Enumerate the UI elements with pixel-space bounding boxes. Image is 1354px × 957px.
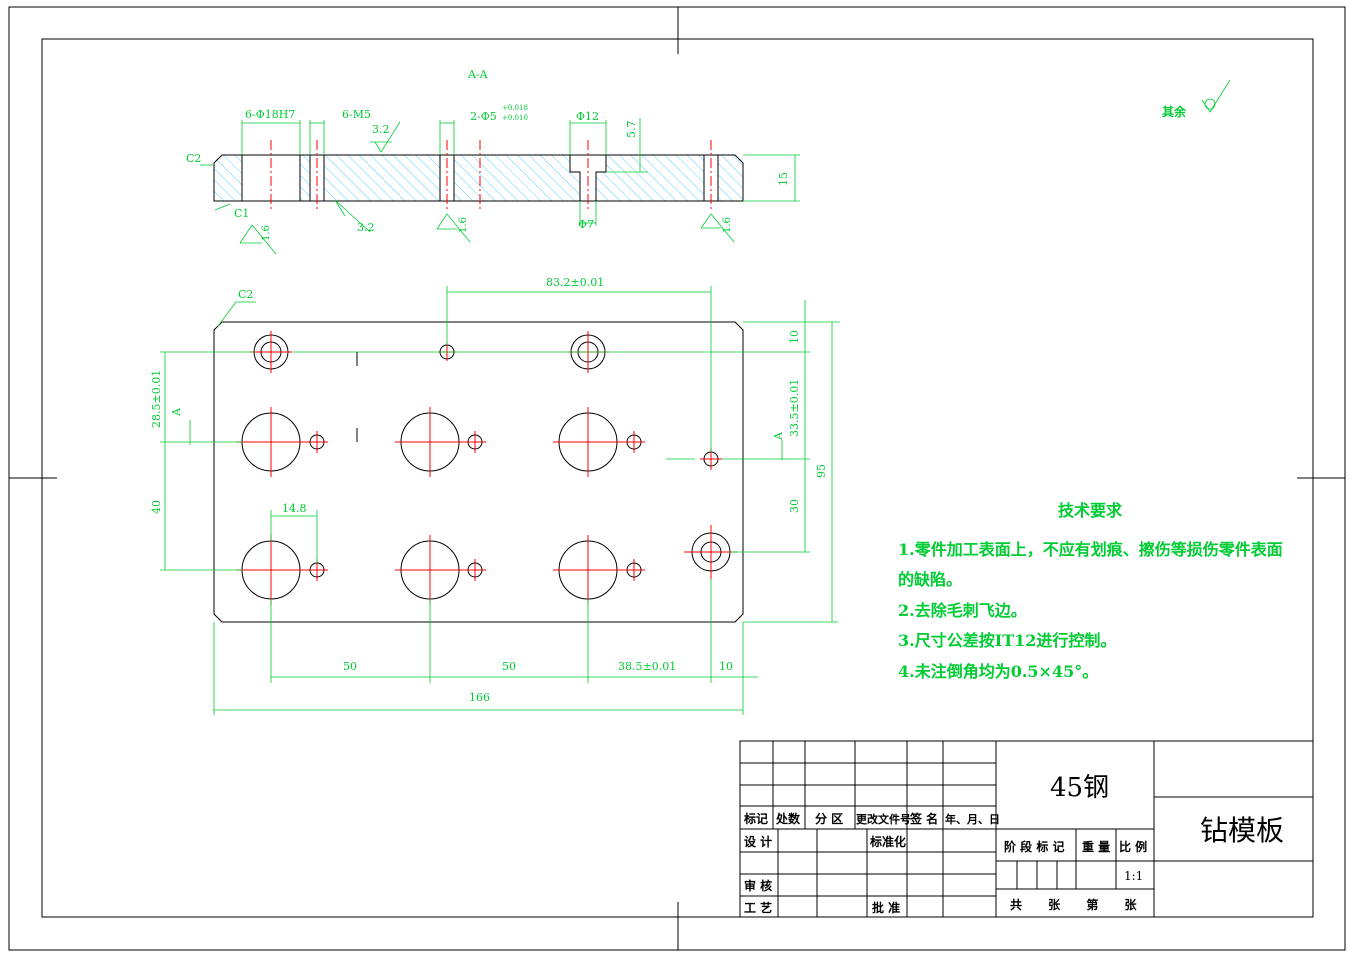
rough-16c: 1.6 [722, 217, 733, 233]
dim-left-upper: 28.5±0.01 [150, 370, 163, 428]
rough-32a: 3.2 [372, 123, 390, 136]
section-mark-left: A [170, 407, 183, 417]
dim-right-335: 33.5±0.01 [788, 379, 801, 437]
center-lines [236, 331, 738, 605]
label-standardization: 标准化 [869, 834, 906, 849]
label-stage-mark: 阶 段 标 记 [1004, 839, 1065, 854]
tech-requirements: 技术要求 1.零件加工表面上，不应有划痕、擦伤等损伤零件表面 的缺陷。 2.去除… [898, 501, 1283, 681]
tech-line-2: 的缺陷。 [898, 570, 962, 589]
dim-bottom-50b: 50 [502, 660, 516, 673]
plate-outline [213, 321, 744, 623]
dim-tol-upper: +0.018 [502, 104, 528, 112]
tech-line-4: 3.尺寸公差按IT12进行控制。 [898, 631, 1116, 650]
rev-header-mark: 标记 [743, 811, 768, 826]
dim-right-30: 30 [788, 499, 801, 513]
outer-frame [8, 6, 1346, 951]
dim-holes-18: 6-Φ18H7 [245, 108, 295, 121]
dim-chamfer-c2-section: C2 [186, 152, 201, 165]
rev-header-date: 年、月、日 [945, 812, 1000, 826]
rough-16a: 1.6 [261, 225, 272, 241]
section-label: A-A [467, 68, 489, 81]
frame-center-marks [9, 7, 1345, 950]
other-surfaces-label: 其余 [1162, 104, 1187, 119]
rev-header-sign: 签 名 [909, 811, 938, 826]
dim-holes-5: 2-Φ5 [470, 110, 497, 123]
dim-depth: 5.7 [625, 121, 638, 139]
section-mark-right: A [772, 431, 785, 441]
tech-line-3: 2.去除毛刺飞边。 [898, 601, 1027, 620]
roughness-symbols [239, 79, 1231, 255]
dim-thickness: 15 [777, 172, 790, 186]
dim-chamfer-c1: C1 [234, 207, 249, 220]
section-dimensions [200, 118, 800, 226]
rev-header-docno: 更改文件号 [856, 812, 911, 826]
dim-right-95: 95 [815, 464, 828, 478]
tech-title: 技术要求 [1058, 501, 1123, 520]
label-approve: 批 准 [872, 900, 900, 915]
dim-bottom-50a: 50 [343, 660, 357, 673]
holes [241, 334, 731, 600]
tech-line-5: 4.未注倒角均为0.5×45°。 [898, 662, 1098, 681]
dim-tol-lower: +0.010 [502, 114, 528, 122]
label-ratio: 比 例 [1119, 839, 1147, 854]
label-process: 工 艺 [744, 900, 772, 915]
part-name: 钻模板 [1200, 814, 1284, 847]
dim-phi12: Φ12 [576, 110, 599, 123]
plan-dimension-lines [160, 286, 840, 715]
rough-32b: 3.2 [357, 221, 375, 234]
label-design: 设 计 [744, 834, 772, 849]
plan-chamfer-c2: C2 [238, 288, 253, 301]
rev-header-count: 处数 [775, 811, 801, 826]
scale-value: 1:1 [1124, 869, 1143, 883]
dim-bottom-385: 38.5±0.01 [618, 660, 676, 673]
label-sheets: 共 张 第 张 [1010, 897, 1138, 912]
dim-bottom-10: 10 [719, 660, 733, 673]
tech-line-1: 1.零件加工表面上，不应有划痕、擦伤等损伤零件表面 [898, 540, 1283, 559]
title-block [739, 740, 1314, 918]
dim-overall-width: 166 [469, 691, 490, 704]
dim-pitch-small: 14.8 [282, 502, 307, 515]
section-view [213, 140, 744, 212]
rev-header-zone: 分 区 [815, 811, 843, 826]
dim-top-span: 83.2±0.01 [546, 276, 604, 289]
label-weight: 重 量 [1082, 839, 1110, 854]
rough-16b: 1.6 [458, 217, 469, 233]
dim-phi7: Φ7 [578, 218, 594, 231]
dim-holes-m5: 6-M5 [342, 108, 371, 121]
material: 45钢 [1050, 773, 1109, 803]
dim-right-10: 10 [788, 330, 801, 344]
dim-left-lower: 40 [150, 500, 163, 514]
label-review: 审 核 [744, 878, 772, 893]
